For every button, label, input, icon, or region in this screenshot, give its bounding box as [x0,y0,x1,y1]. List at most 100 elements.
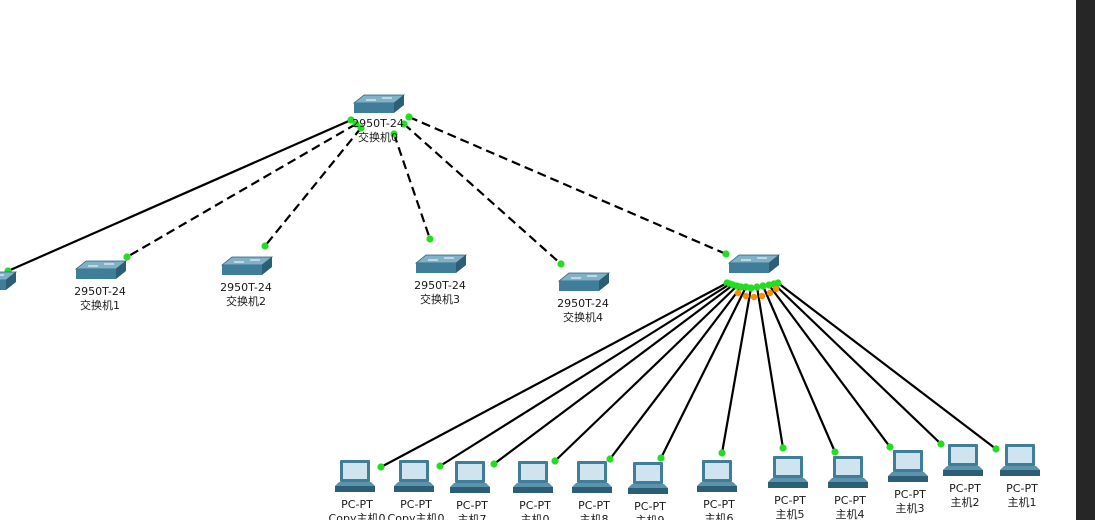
port-status-icon [347,116,355,124]
link-sw5-pc-c[interactable] [490,281,737,468]
pc-model-label: PC-PT [578,499,610,512]
link-sw5-pc-f[interactable] [657,283,750,462]
pc-icon [394,460,434,492]
pc-icon [450,461,490,493]
pc-icon [572,461,612,493]
port-status-icon [992,445,1000,453]
link-sw5-pc-h[interactable] [753,283,787,452]
links-layer [4,113,1000,471]
pc-name-label: 主机7 [458,512,487,520]
link-sw5-pc-a[interactable] [377,279,731,471]
link-sw0-sw1[interactable] [123,120,360,261]
port-status-icon [123,253,131,261]
port-status-icon [557,260,565,268]
cable-line[interactable] [403,123,562,265]
link-sw0-sw3[interactable] [390,130,434,243]
pc-model-label: PC-PT [634,500,666,513]
link-sw0-sw-left[interactable] [4,116,355,275]
pc-icon [628,462,668,494]
switch-name-label: 交换机1 [80,298,120,312]
port-amber-icon [734,289,742,297]
cable-line[interactable] [439,283,731,467]
cable-line[interactable] [7,118,352,273]
cable-line[interactable] [755,286,785,449]
pc-name-label: 主机9 [636,513,665,520]
link-sw5-pc-l[interactable] [774,279,1000,453]
pc-icon [1000,444,1040,476]
port-status-icon [657,454,665,462]
pc-name-label: 主机3 [896,501,925,515]
switch-icon [0,271,18,290]
pc-node-pc-f[interactable]: PC-PT主机9 [628,462,668,520]
switch-node-sw5[interactable] [727,254,781,273]
pc-model-label: PC-PT [834,494,866,507]
cable-line[interactable] [264,127,362,247]
cable-line[interactable] [773,283,942,445]
pc-icon [888,450,928,482]
port-status-icon [774,279,782,287]
cable-line[interactable] [126,123,357,258]
port-status-icon [606,455,614,463]
port-status-icon [405,113,413,121]
port-status-icon [759,282,767,290]
port-status-icon [779,444,787,452]
switch-icon [74,260,128,279]
link-sw5-pc-i[interactable] [759,282,839,456]
link-sw0-sw4[interactable] [400,120,565,268]
link-sw0-sw2[interactable] [261,124,365,250]
cable-line[interactable] [408,115,727,256]
pc-model-label: PC-PT [519,499,551,512]
switch-model-label: 2950T-24 [414,279,466,292]
port-amber-icon [772,285,780,293]
pc-icon [943,444,983,476]
port-status-icon [426,235,434,243]
cable-line[interactable] [380,282,728,468]
cable-line[interactable] [720,287,753,454]
port-status-icon [490,460,498,468]
cable-line[interactable] [554,285,738,462]
cable-line[interactable] [768,284,891,448]
cable-line[interactable] [609,286,742,460]
port-status-icon [722,250,730,258]
pc-name-label: 主机4 [836,507,865,520]
pc-name-label: 主机0 [521,512,550,520]
port-status-icon [390,130,398,138]
cable-line[interactable] [761,285,837,453]
switch-name-label: 交换机3 [420,292,460,306]
switch-name-label: 交换机2 [226,294,266,308]
port-status-icon [718,449,726,457]
port-status-icon [886,443,894,451]
pc-name-label: 主机5 [776,507,805,520]
link-sw5-pc-g[interactable] [718,284,755,457]
cable-line[interactable] [392,133,432,240]
link-sw5-pc-e[interactable] [606,283,745,463]
pc-model-label: PC-PT [949,482,981,495]
port-amber-icon [758,292,766,300]
link-sw0-sw5[interactable] [405,113,730,258]
cable-line[interactable] [777,282,997,450]
switch-node-sw-left[interactable] [0,271,18,290]
cable-line[interactable] [660,286,747,459]
port-status-icon [753,283,761,291]
pc-name-label: 主机6 [705,511,734,520]
link-sw5-pc-j[interactable] [765,281,894,451]
cable-line[interactable] [493,284,734,465]
